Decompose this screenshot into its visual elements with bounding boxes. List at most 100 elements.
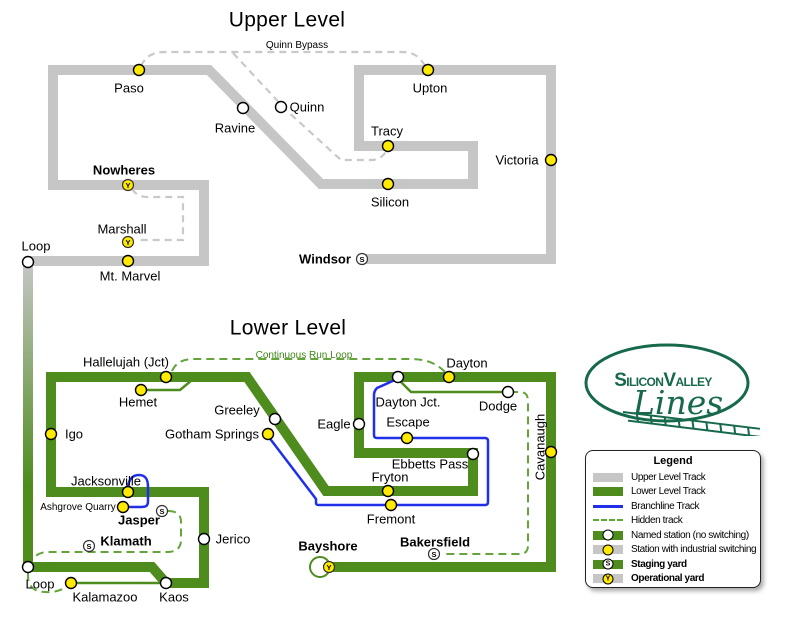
station-label-fremont: Fremont bbox=[366, 511, 416, 527]
station-marker-jacksonville bbox=[121, 485, 135, 499]
station-label-dayton: Dayton bbox=[446, 355, 488, 371]
station-label-jasper: Jasper bbox=[118, 512, 160, 528]
operational-yard-marker-nowheres: Y bbox=[121, 178, 135, 192]
station-marker-dodge bbox=[501, 385, 515, 399]
yard-letter: Y bbox=[326, 563, 331, 572]
yard-letter: Y bbox=[602, 573, 614, 585]
station-label-igo: Igo bbox=[64, 426, 84, 442]
legend-box: Legend Upper Level Track Lower Level Tra… bbox=[585, 450, 761, 588]
staging-yard-marker-klamath: S bbox=[82, 539, 96, 553]
marshall-hidden-track bbox=[131, 188, 185, 242]
legend-row-staging-yard: S Staging yard bbox=[586, 557, 760, 572]
station-label-hemet: Hemet bbox=[118, 394, 158, 410]
staging-yard-marker-jasper: S bbox=[155, 504, 169, 518]
jacksonville-branchline-track bbox=[124, 473, 150, 509]
station-marker-cavanaugh bbox=[544, 445, 558, 459]
station-marker-escape bbox=[400, 431, 414, 445]
loop-kalamazoo-hidden-track bbox=[26, 572, 70, 594]
station-label-dayton-jct: Dayton Jct. bbox=[375, 394, 441, 410]
logo-script-text: Lines bbox=[632, 383, 723, 422]
station-label-silicon: Silicon bbox=[370, 194, 410, 210]
legend-row-label: Upper Level Track bbox=[631, 471, 706, 483]
station-label-paso: Paso bbox=[114, 80, 144, 96]
station-marker-quinn bbox=[274, 100, 288, 114]
operational-yard-marker-bayshore: Y bbox=[322, 560, 336, 574]
bakersfield-hidden-track bbox=[443, 391, 529, 555]
station-marker-greeley bbox=[268, 412, 282, 426]
legend-row-label: Lower Level Track bbox=[631, 486, 706, 498]
staging-letter: S bbox=[602, 558, 614, 570]
station-marker-fremont bbox=[384, 498, 398, 512]
station-marker-hallelujah bbox=[159, 370, 173, 384]
continuous-run-loop-label: Continuous Run Loop bbox=[255, 350, 353, 361]
station-label-tracy: Tracy bbox=[370, 123, 404, 139]
station-label-dodge: Dodge bbox=[478, 398, 518, 414]
station-label-kalamazoo: Kalamazoo bbox=[72, 589, 138, 605]
legend-row-industrial-station: Station with industrial switching bbox=[586, 543, 760, 558]
station-label-jacksonville: Jacksonville bbox=[70, 473, 142, 489]
station-marker-mt-marvel bbox=[121, 254, 135, 268]
legend-row-hidden-track: Hidden track bbox=[586, 514, 760, 529]
station-marker-victoria bbox=[544, 153, 558, 167]
fremont-branchline-track bbox=[267, 377, 490, 507]
hemet-spur-track bbox=[142, 379, 193, 392]
dodge-spur-track bbox=[398, 379, 507, 394]
station-marker-igo bbox=[44, 427, 58, 441]
station-label-kaos: Kaos bbox=[159, 589, 189, 605]
legend-row-label: Station with industrial switching bbox=[631, 544, 757, 556]
station-marker-loop-lower bbox=[21, 560, 35, 574]
legend-row-lower-track: Lower Level Track bbox=[586, 485, 760, 500]
staging-letter: S bbox=[86, 542, 91, 551]
station-label-hallelujah: Hallelujah (Jct) bbox=[83, 354, 169, 370]
lower-level-title: Lower Level bbox=[229, 316, 347, 340]
station-marker-dayton bbox=[442, 370, 456, 384]
station-marker-kaos bbox=[159, 576, 173, 590]
staging-letter: S bbox=[431, 550, 436, 559]
station-label-upton: Upton bbox=[412, 80, 448, 96]
legend-row-label: Hidden track bbox=[631, 515, 683, 527]
legend-row-label: Named station (no switching) bbox=[631, 529, 749, 541]
continuous-run-loop-hidden-track bbox=[171, 358, 446, 373]
station-label-fryton: Fryton bbox=[371, 469, 409, 485]
station-marker-tracy bbox=[381, 139, 395, 153]
upper-level-title: Upper Level bbox=[228, 8, 346, 32]
station-label-eagle: Eagle bbox=[317, 416, 351, 432]
station-marker-ravine bbox=[236, 101, 250, 115]
staging-yard-marker-bakersfield: S bbox=[427, 547, 441, 561]
jasper-staging-hidden-track bbox=[30, 510, 182, 562]
station-label-loop-lower: Loop bbox=[25, 576, 55, 592]
station-label-bayshore: Bayshore bbox=[298, 538, 358, 554]
station-label-marshall: Marshall bbox=[97, 221, 147, 237]
operational-yard-swatch: Y bbox=[593, 573, 623, 585]
legend-title: Legend bbox=[653, 455, 693, 467]
station-marker-silicon bbox=[381, 177, 395, 191]
station-marker-hemet bbox=[134, 383, 148, 397]
lower-track-swatch bbox=[593, 486, 623, 497]
hidden-track-swatch bbox=[593, 515, 623, 526]
station-label-ravine: Ravine bbox=[214, 120, 256, 136]
staging-letter: S bbox=[159, 507, 164, 516]
station-label-windsor: Windsor bbox=[299, 251, 351, 267]
upper-level-main-track bbox=[28, 65, 556, 266]
quinn-bypass-label: Quinn Bypass bbox=[265, 40, 329, 51]
station-label-bakersfield: Bakersfield bbox=[399, 534, 471, 550]
station-label-greeley: Greeley bbox=[214, 402, 260, 418]
station-label-quinn: Quinn bbox=[289, 99, 325, 115]
operational-yard-marker-marshall: Y bbox=[121, 235, 135, 249]
legend-row-named-station: Named station (no switching) bbox=[586, 528, 760, 543]
legend-row-label: Operational yard bbox=[631, 573, 705, 585]
station-marker-dayton-jct bbox=[391, 370, 405, 384]
station-marker-jerico bbox=[197, 532, 211, 546]
station-label-ebbetts-pass: Ebbetts Pass bbox=[391, 456, 469, 472]
quinn-bypass-hidden-track bbox=[140, 50, 426, 67]
logo-ellipse bbox=[584, 343, 750, 423]
station-marker-paso bbox=[132, 63, 146, 77]
station-marker-ashgrove-quarry bbox=[116, 500, 130, 514]
yard-letter: Y bbox=[125, 238, 130, 247]
station-label-loop-upper: Loop bbox=[21, 238, 51, 254]
silicon-valley-lines-logo: SILICONVALLEY Lines bbox=[584, 343, 764, 436]
logo-track-ladder-icon bbox=[622, 411, 764, 436]
station-label-cavanaugh: Cavanaugh bbox=[532, 413, 548, 481]
